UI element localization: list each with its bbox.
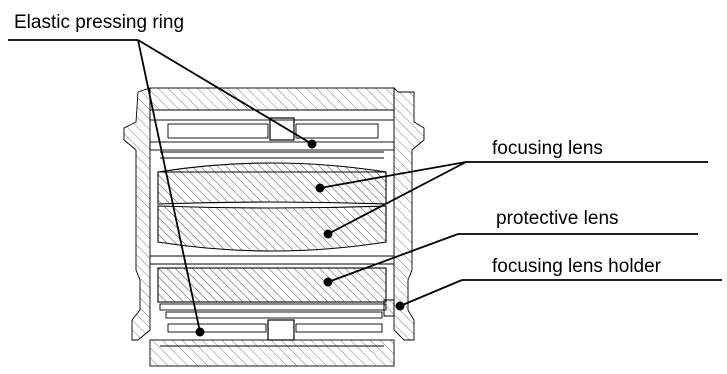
bottom-cap (149, 339, 395, 367)
focusing-lens-element-1 (157, 162, 387, 205)
spacer-ring (150, 255, 394, 265)
label-protective-lens: protective lens (496, 208, 619, 229)
focusing-lens-element-2 (157, 205, 387, 252)
label-elastic-pressing-ring: Elastic pressing ring (14, 12, 184, 33)
leader-dot-holder (395, 301, 405, 311)
leader-focusing-lens (315, 161, 708, 239)
leader-dot-elastic-top (307, 139, 317, 149)
leader-dot-elastic-bottom (195, 327, 205, 337)
housing-right-wall (393, 86, 425, 341)
label-focusing-lens-holder: focusing lens holder (492, 256, 662, 277)
top-cap (149, 87, 395, 121)
focusing-lens-holder-seat (159, 299, 395, 319)
elastic-pressing-ring-top (149, 117, 395, 159)
leader-dot-protective (323, 277, 333, 287)
leader-protective-lens (323, 233, 698, 287)
leader-focusing-lens-holder (395, 279, 722, 311)
leader-dot-focusing-1 (315, 183, 325, 193)
label-focusing-lens: focusing lens (492, 138, 603, 159)
housing-left-wall (123, 87, 151, 341)
leader-elastic-pressing-ring (8, 39, 317, 337)
leader-dot-focusing-2 (323, 229, 333, 239)
